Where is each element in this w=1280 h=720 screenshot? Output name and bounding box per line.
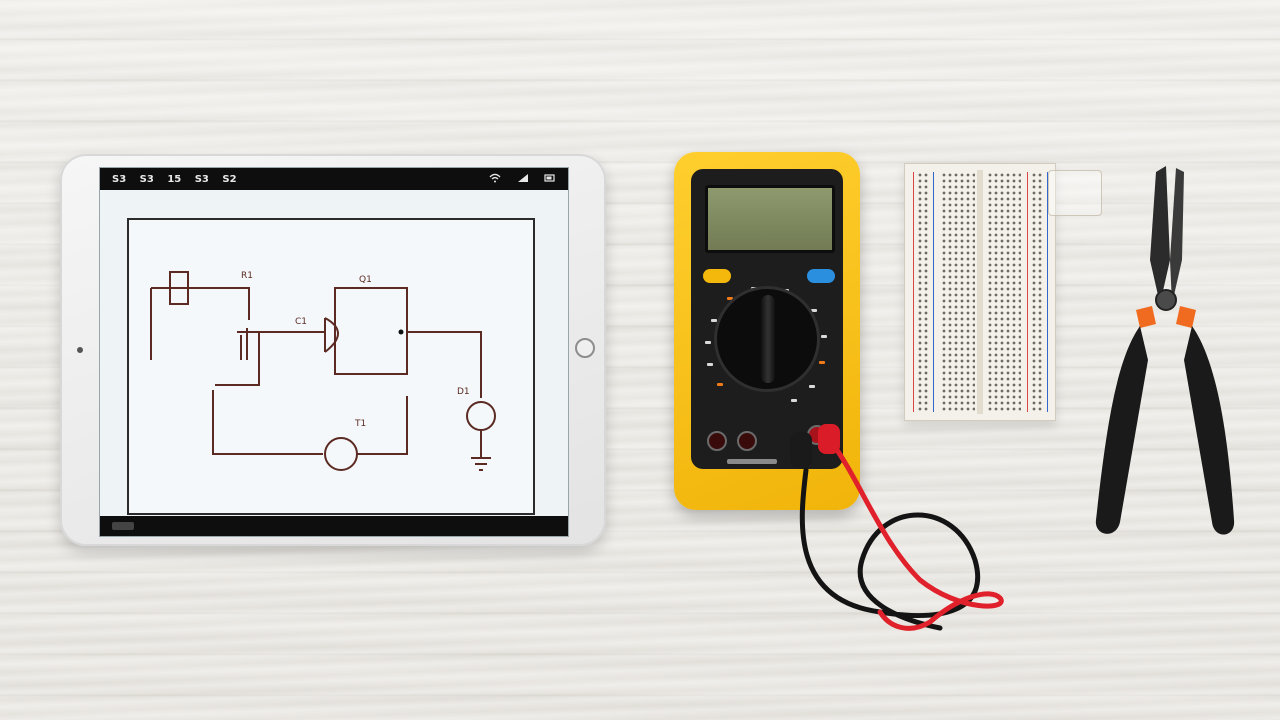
breadboard <box>904 163 1056 421</box>
terminal-holes-left <box>941 172 975 412</box>
meter-label <box>727 459 777 464</box>
status-item: S3 <box>194 173 209 185</box>
dial-mark <box>783 289 789 292</box>
function-button[interactable] <box>807 269 835 283</box>
home-button[interactable] <box>575 338 595 358</box>
dial-mark <box>711 319 717 322</box>
tablet: S3 S3 15 S3 S2 <box>60 154 606 546</box>
schematic-label-c1: C1 <box>295 317 307 327</box>
schematic-label-q1: Q1 <box>359 275 372 285</box>
battery-icon <box>544 173 556 186</box>
dial-mark <box>727 297 733 300</box>
dial-mark <box>751 287 757 290</box>
dial-knob[interactable] <box>761 295 775 383</box>
dial-mark <box>819 361 825 364</box>
terminal-holes-right <box>987 172 1021 412</box>
dial-mark <box>809 385 815 388</box>
status-item: 15 <box>167 173 182 185</box>
dial-mark <box>821 335 827 338</box>
dial-mark <box>717 383 723 386</box>
red-probe-plug[interactable] <box>818 424 840 454</box>
tablet-screen: S3 S3 15 S3 S2 <box>99 167 569 537</box>
signal-icon <box>517 173 532 186</box>
red-lead[interactable] <box>827 437 1004 631</box>
rotary-dial[interactable] <box>717 289 817 389</box>
ground-rail <box>933 172 934 412</box>
schematic-label-d1: D1 <box>457 387 470 397</box>
status-bar: S3 S3 15 S3 S2 <box>100 168 568 190</box>
status-indicators: S3 S3 15 S3 S2 <box>112 174 247 185</box>
dial-mark <box>811 309 817 312</box>
dial-mark <box>707 363 713 366</box>
schematic-label-r1: R1 <box>241 271 253 281</box>
dial-mark <box>705 341 711 344</box>
center-channel <box>977 170 983 414</box>
rail-holes <box>1031 172 1043 412</box>
status-item: S3 <box>112 173 127 185</box>
schematic-label-t1: T1 <box>354 419 366 429</box>
circuit-schematic: R1 C1 Q1 D1 T1 <box>127 218 535 515</box>
multimeter-face <box>691 169 843 469</box>
electronic-component <box>1048 170 1102 216</box>
rail-holes <box>917 172 929 412</box>
a-jack <box>737 431 757 451</box>
status-item: S2 <box>222 173 237 185</box>
status-icons <box>477 173 556 186</box>
ground-rail <box>1047 172 1048 412</box>
front-camera <box>77 347 83 353</box>
needle-nose-pliers[interactable] <box>1086 160 1246 550</box>
bottom-bar-indicator <box>112 522 134 530</box>
bottom-bar <box>100 516 568 536</box>
hold-button[interactable] <box>703 269 731 283</box>
wifi-icon <box>489 173 504 186</box>
lcd-display <box>705 185 835 253</box>
status-item: S3 <box>139 173 154 185</box>
black-lead[interactable] <box>799 467 981 631</box>
black-probe-plug[interactable] <box>790 432 812 468</box>
dial-mark <box>791 399 797 402</box>
schematic-drawing: R1 C1 Q1 D1 T1 <box>150 271 496 471</box>
power-rail <box>1027 172 1028 412</box>
power-rail <box>913 172 914 412</box>
com-jack <box>707 431 727 451</box>
